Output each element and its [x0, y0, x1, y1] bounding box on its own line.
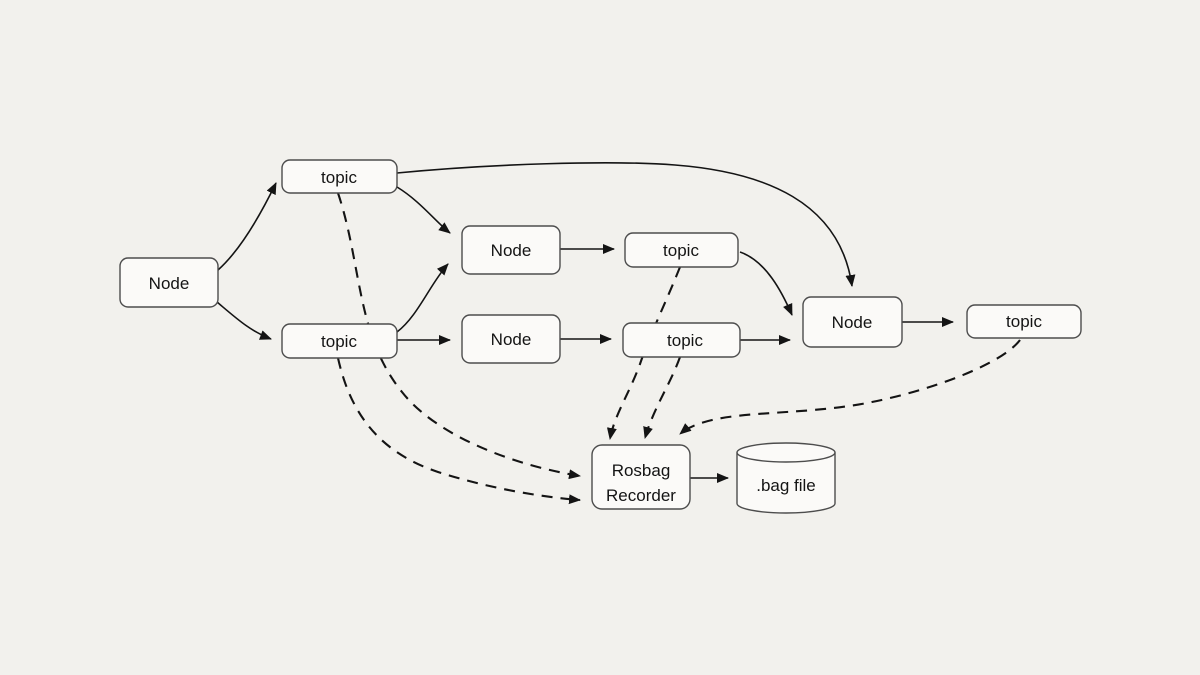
topic-5-label: topic: [1006, 312, 1042, 331]
dashed-arrow-topic2-to-rosbag: [336, 357, 581, 505]
node-4-box: Node: [802, 296, 903, 348]
rosbag-recorder-box: Rosbag Recorder: [591, 444, 691, 510]
bag-file-cylinder: .bag file: [736, 442, 836, 514]
dashed-arrow-topic4-to-rosbag: [643, 356, 681, 439]
node-3-label: Node: [491, 330, 532, 349]
topic-5-box: topic: [966, 304, 1082, 339]
dashed-arrow-topic5-to-rosbag: [679, 339, 1021, 435]
node-2-box: Node: [461, 225, 561, 275]
topic-3-label: topic: [663, 241, 699, 260]
node-3-box: Node: [461, 314, 561, 364]
rosbag-recorder-label-line1: Rosbag: [612, 461, 671, 480]
node-1-box: Node: [119, 257, 219, 308]
topic-1-label: topic: [321, 168, 357, 187]
node-2-label: Node: [491, 241, 532, 260]
topic-4-box: topic: [622, 322, 741, 358]
topic-2-label: topic: [321, 332, 357, 351]
topic-4-label: topic: [667, 331, 703, 350]
topic-1-box: topic: [281, 159, 398, 194]
arrow-node1-to-topic2: [216, 301, 272, 340]
topic-3-box: topic: [624, 232, 739, 268]
node-4-label: Node: [832, 313, 873, 332]
rosbag-recorder-label-line2: Recorder: [606, 486, 676, 505]
node-1-label: Node: [149, 274, 190, 293]
arrow-topic1-to-node2: [396, 186, 451, 234]
arrow-topic3-to-node4: [739, 251, 793, 316]
arrow-topic2-to-node2: [396, 263, 449, 333]
dashed-arrow-topic1-to-rosbag: [337, 192, 581, 480]
arrow-topic1-to-node4-long: [396, 162, 856, 287]
topic-2-box: topic: [281, 323, 398, 359]
bag-file-label: .bag file: [756, 476, 816, 495]
arrow-node1-to-topic1: [217, 182, 277, 271]
dashed-arrow-topic3-to-rosbag: [606, 266, 681, 440]
